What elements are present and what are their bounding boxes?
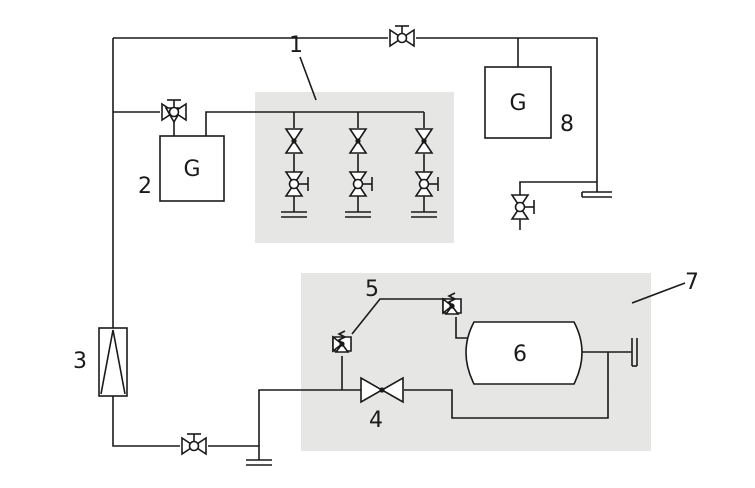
label-manifold: 1: [289, 33, 303, 58]
check-valve: [360, 376, 404, 404]
leader-7: [631, 282, 686, 304]
generator-8-ground: [581, 191, 612, 198]
tank-text: 6: [513, 342, 527, 367]
generator-small: [159, 135, 225, 202]
label-check-valve: 4: [369, 408, 383, 433]
generator-large-text: G: [509, 91, 526, 116]
label-heat-exchanger: 3: [73, 349, 87, 374]
heat-exchanger: [98, 327, 128, 397]
tank-outlet-fitting: [631, 338, 638, 367]
label-relief-valves: 5: [365, 277, 379, 302]
top-line-valve: [389, 25, 415, 47]
generator-feed-valve: [161, 99, 187, 124]
drain-hand-valve: [511, 194, 535, 220]
tank: [465, 321, 583, 385]
label-generator-large: 8: [560, 112, 574, 137]
label-enclosure: 7: [685, 270, 699, 295]
leader-1: [299, 56, 317, 101]
bottom-ground: [245, 459, 273, 466]
generator-small-text: G: [183, 157, 200, 182]
manifold-zone: [255, 92, 454, 243]
generator-large: [484, 66, 552, 139]
label-generator-small: 2: [138, 174, 152, 199]
bottom-line-valve: [181, 433, 207, 455]
